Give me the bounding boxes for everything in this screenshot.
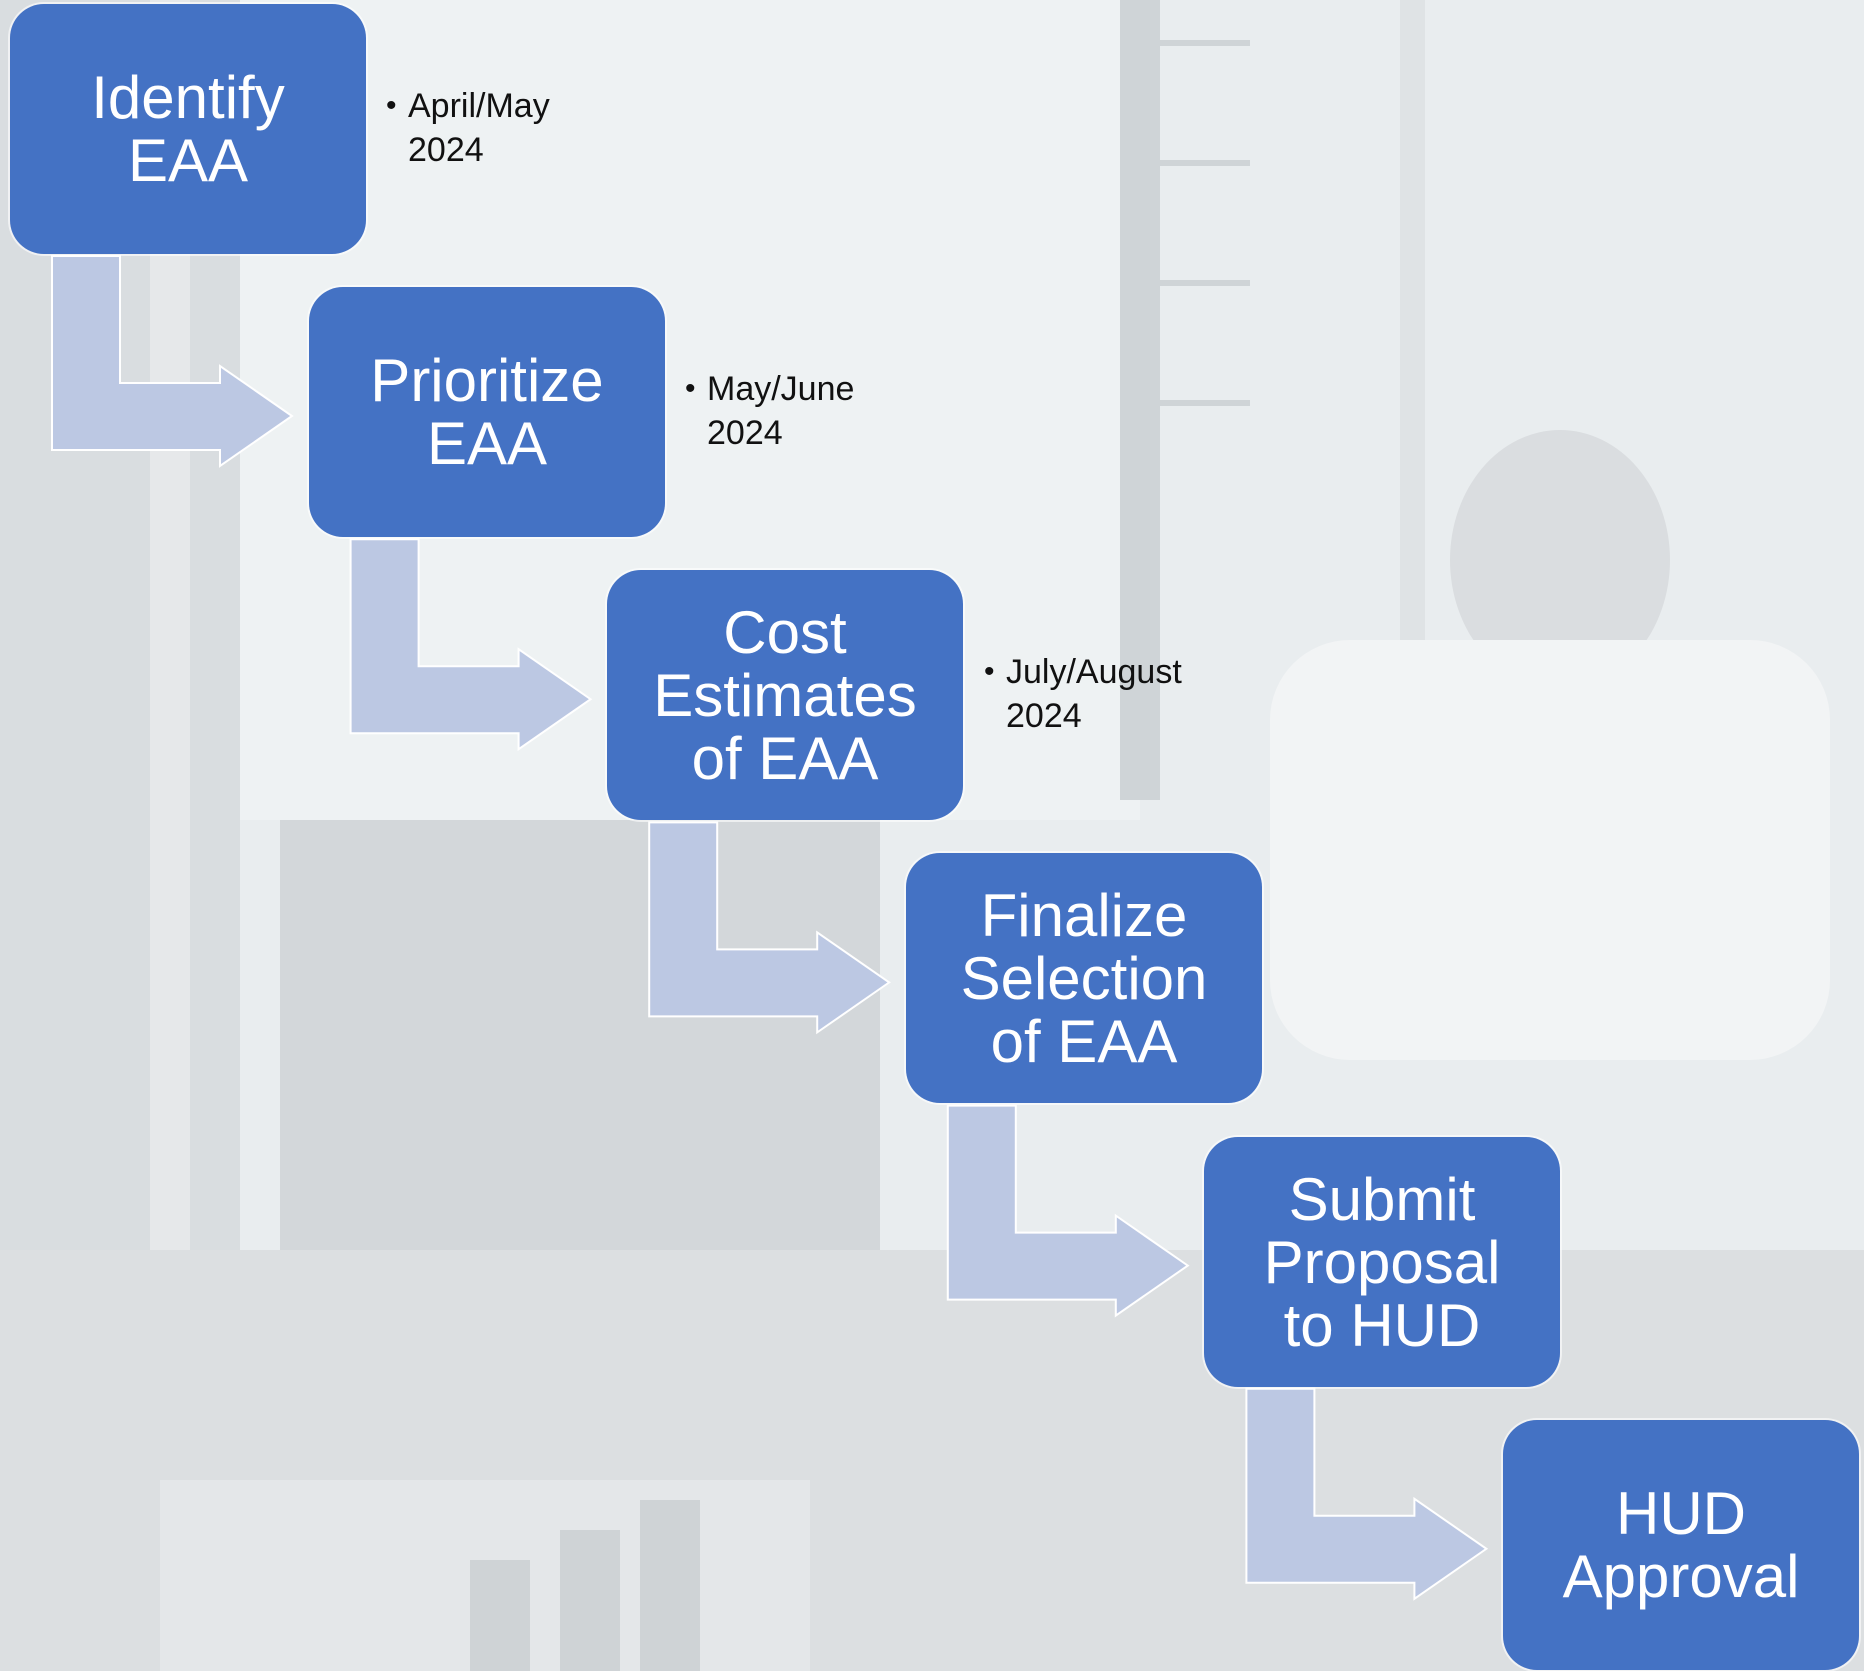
note-line: 2024	[408, 131, 484, 169]
note-line: April/May	[408, 87, 550, 125]
note-line: 2024	[1006, 697, 1082, 735]
step-label: Cost Estimates of EAA	[653, 598, 917, 792]
connector-arrow	[946, 1104, 1190, 1318]
step-label: Identify EAA	[91, 64, 285, 194]
note-identify-date: April/May 2024	[386, 84, 550, 172]
step-label: HUD Approval	[1562, 1480, 1800, 1610]
note-line: May/June	[707, 370, 855, 408]
connector-arrow	[349, 538, 593, 752]
note-prioritize-date: May/June 2024	[685, 367, 854, 455]
step-label: Finalize Selection of EAA	[960, 881, 1208, 1075]
note-cost-estimates-date: July/August 2024	[984, 650, 1182, 738]
connector-arrow	[51, 255, 294, 468]
note-line: July/August	[1006, 653, 1182, 691]
step-identify-eaa: Identify EAA	[10, 4, 366, 254]
connector-arrow	[1245, 1387, 1489, 1601]
step-finalize-selection: Finalize Selection of EAA	[906, 853, 1262, 1103]
step-label: Submit Proposal to HUD	[1263, 1165, 1501, 1359]
step-cost-estimates: Cost Estimates of EAA	[607, 570, 963, 820]
step-submit-proposal: Submit Proposal to HUD	[1204, 1137, 1560, 1387]
step-label: Prioritize EAA	[370, 347, 604, 477]
note-line: 2024	[707, 414, 783, 452]
connector-arrow	[648, 821, 891, 1035]
step-prioritize-eaa: Prioritize EAA	[309, 287, 665, 537]
step-hud-approval: HUD Approval	[1503, 1420, 1859, 1670]
